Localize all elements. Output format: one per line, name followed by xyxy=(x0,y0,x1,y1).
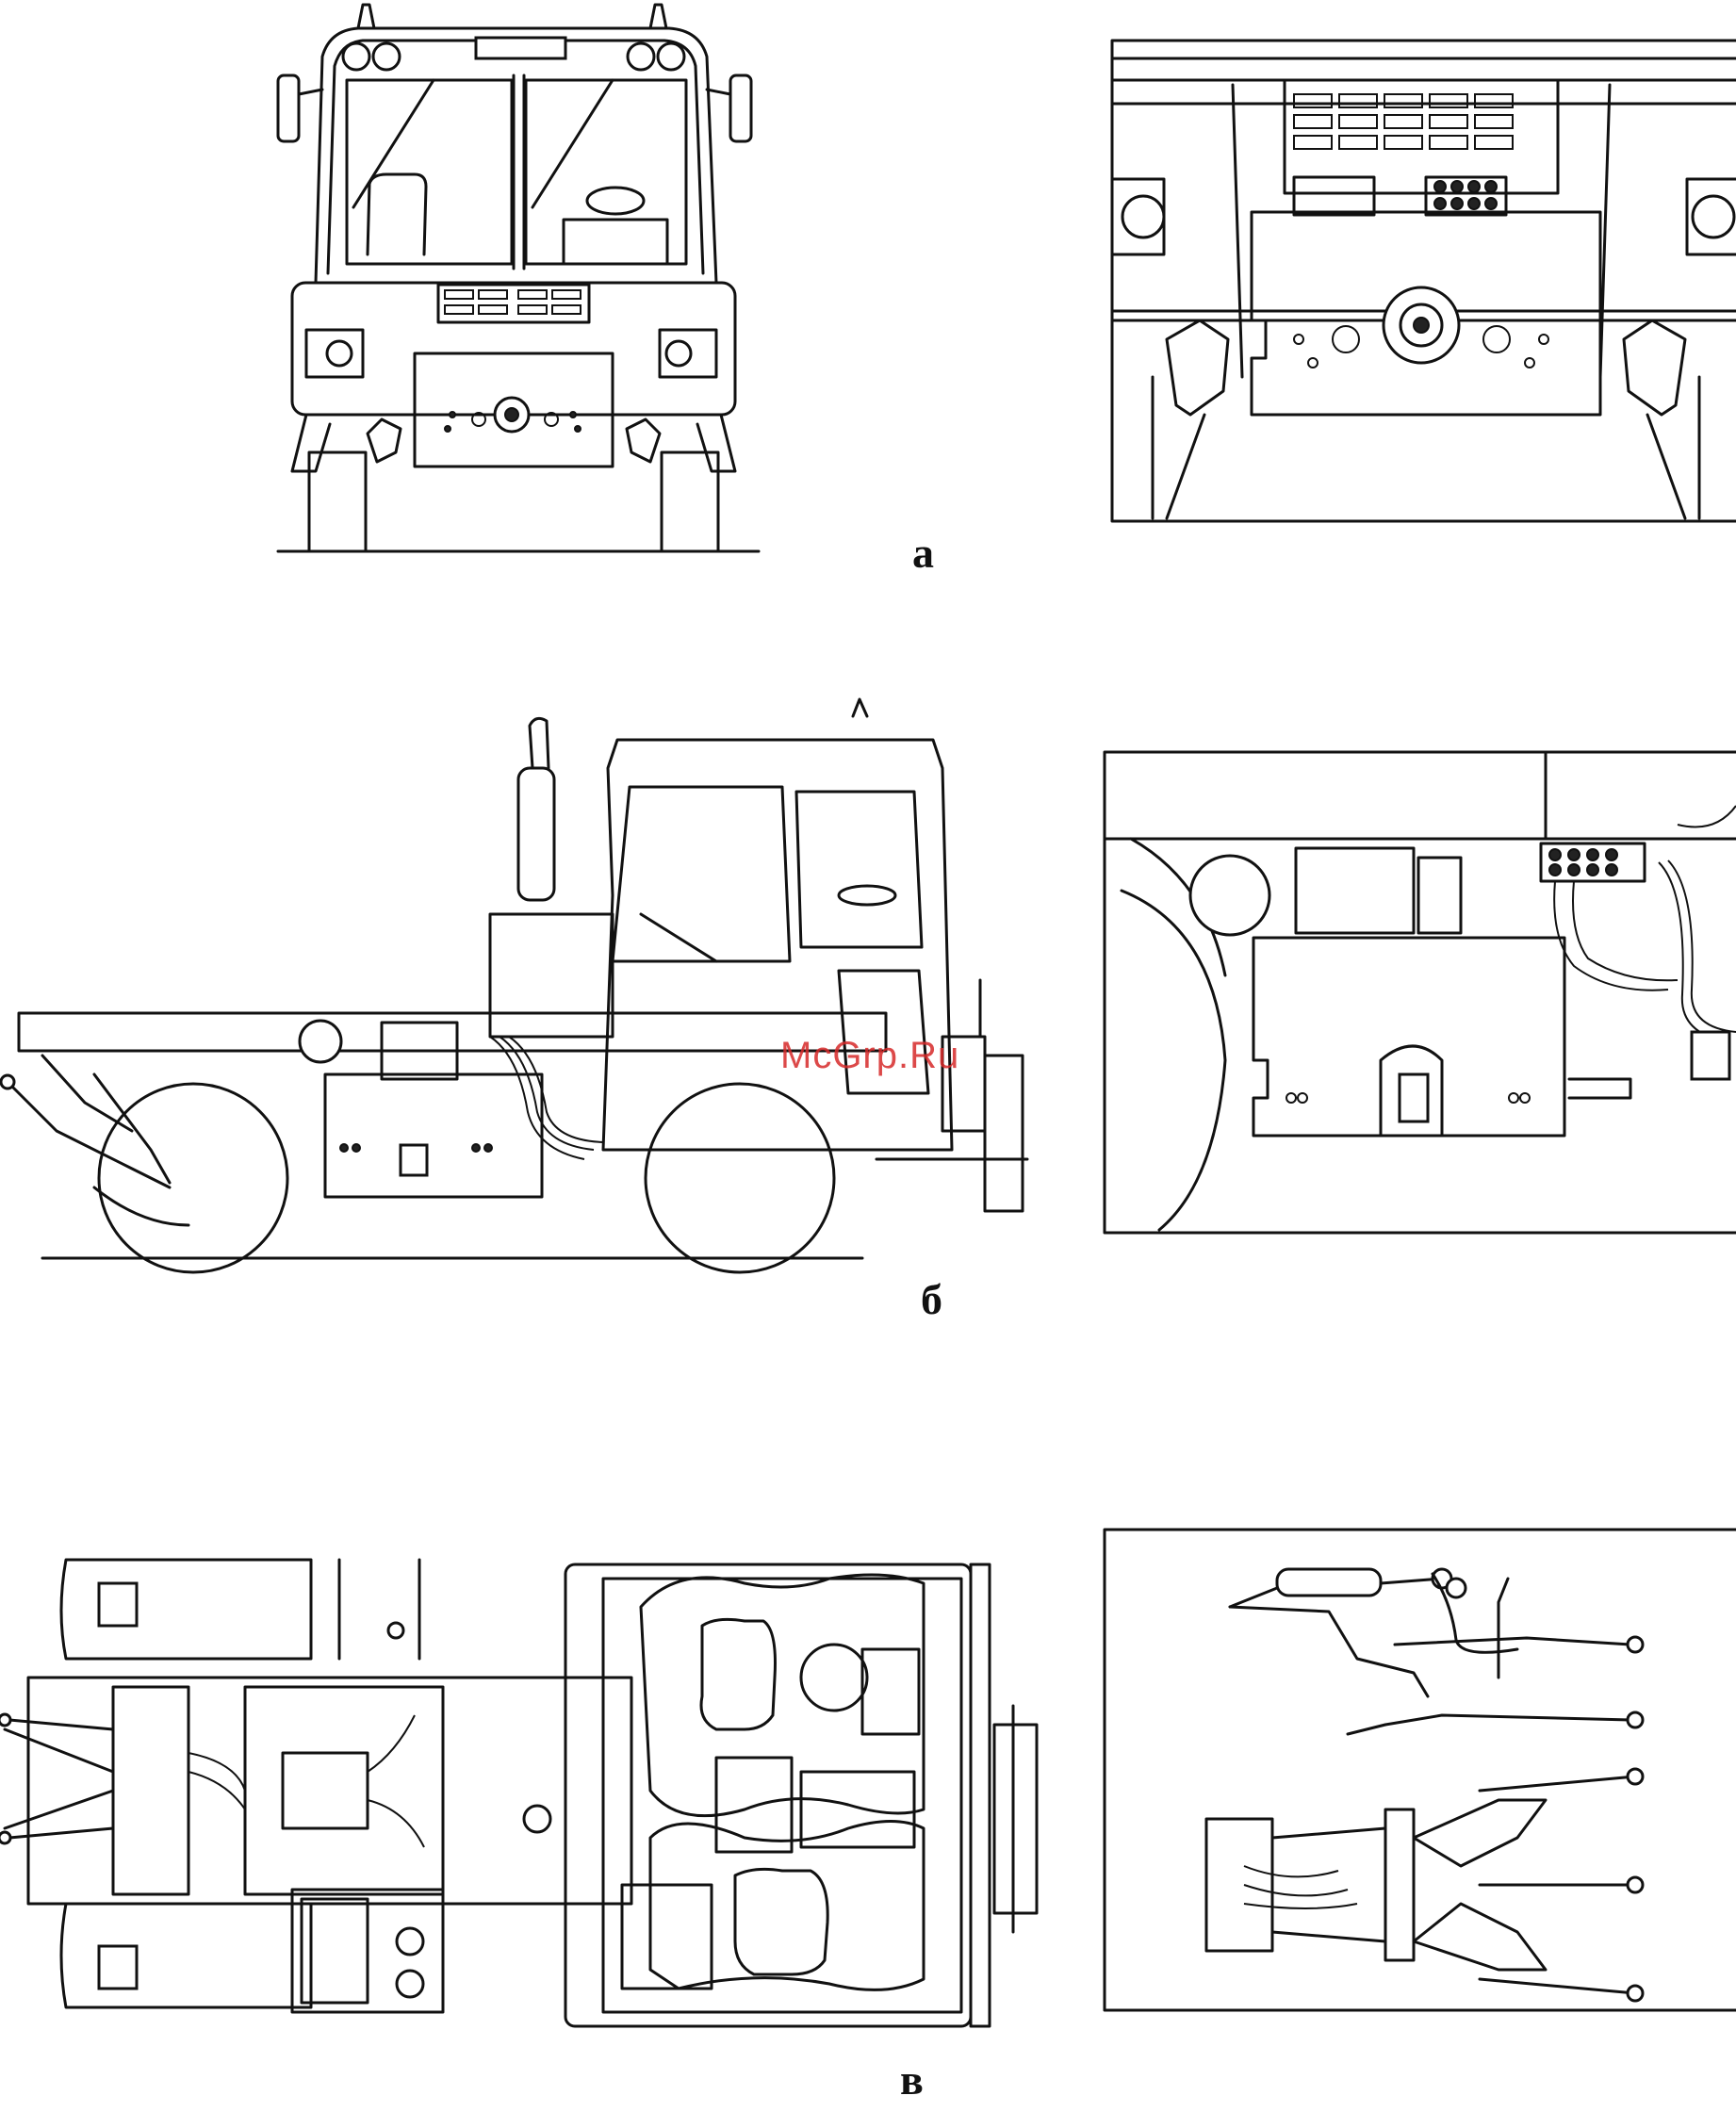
view-label-a: а xyxy=(912,528,934,578)
top-view-detail xyxy=(1103,1527,1736,2017)
side-view-drawing xyxy=(0,697,1046,1263)
front-view-detail xyxy=(1110,38,1736,528)
watermark-text: McGrp.Ru xyxy=(780,1035,959,1077)
view-label-c: в xyxy=(900,2055,924,2104)
top-view-drawing xyxy=(0,1527,1046,2055)
view-label-b: б xyxy=(921,1274,942,1324)
side-view-detail xyxy=(1103,749,1736,1239)
front-view-drawing xyxy=(264,0,792,565)
